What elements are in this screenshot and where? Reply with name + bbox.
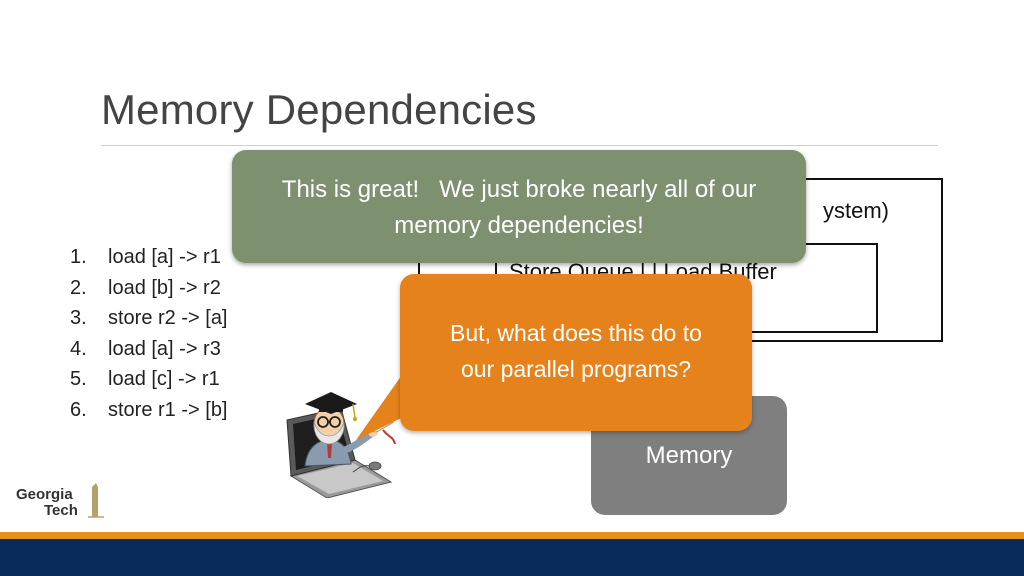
list-item: 1.load [a] -> r1 <box>70 246 221 268</box>
logo-line1: Georgia <box>16 486 73 503</box>
slide-title: Memory Dependencies <box>101 86 537 133</box>
callout-green: This is great! We just broke nearly all … <box>232 150 806 263</box>
callout-orange: But, what does this do to our parallel p… <box>400 274 752 431</box>
footer-navy-bar <box>0 539 1024 576</box>
callout-green-line2: memory dependencies! <box>394 212 644 239</box>
instruction-text: store r1 -> [b] <box>108 398 228 421</box>
footer-orange-stripe <box>0 532 1024 539</box>
list-item: 2.load [b] -> r2 <box>70 276 221 299</box>
callout-orange-line2: our parallel programs? <box>460 356 692 382</box>
instruction-text: load [a] -> r1 <box>108 246 221 268</box>
memory-label: Memory <box>645 441 733 469</box>
georgia-tech-logo: Georgia Tech <box>16 483 104 519</box>
list-item: 6.store r1 -> [b] <box>70 398 228 421</box>
instruction-text: load [b] -> r2 <box>108 276 221 299</box>
professor-laptop-illustration <box>286 392 396 498</box>
instruction-list: 1.load [a] -> r1 2.load [b] -> r2 3.stor… <box>70 242 228 425</box>
title-divider <box>101 145 938 146</box>
instruction-text: load [c] -> r1 <box>108 368 220 390</box>
callout-orange-line1: But, what does this do to <box>450 320 702 346</box>
instruction-text: load [a] -> r3 <box>108 337 221 360</box>
memory-system-label: ystem) <box>823 198 889 223</box>
list-item: 5.load [c] -> r1 <box>70 368 220 390</box>
logo-line2: Tech <box>44 502 78 519</box>
list-item: 4.load [a] -> r3 <box>70 337 221 360</box>
callout-green-line1: This is great! We just broke nearly all … <box>281 176 757 203</box>
instruction-text: store r2 -> [a] <box>108 307 228 329</box>
list-item: 3.store r2 -> [a] <box>70 307 228 329</box>
